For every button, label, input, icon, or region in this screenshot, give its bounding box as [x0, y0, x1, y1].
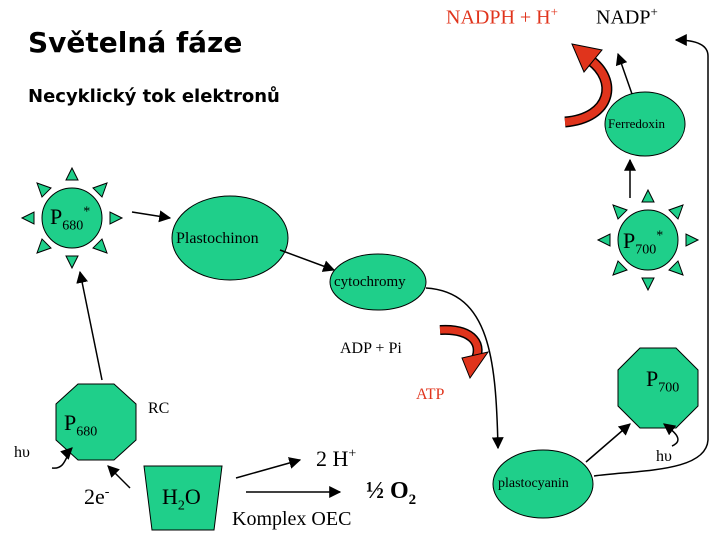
nadp-text: NADP — [596, 6, 651, 29]
nadph-sup: + — [550, 4, 558, 19]
arrow-ferredoxin-nadp — [615, 52, 633, 95]
nadph-text: NADPH + H — [446, 6, 551, 29]
p680-star-sup: * — [83, 204, 91, 220]
plastochinon-label: Plastochinon — [176, 230, 259, 247]
p680-star-sun — [20, 166, 124, 270]
h2o-label: H2O — [162, 484, 201, 514]
two-h-text: 2 H — [316, 446, 349, 471]
atp-curved-arrow — [439, 324, 490, 380]
komplex-oec-label: Komplex OEC — [232, 508, 352, 530]
nadp-sup: + — [650, 4, 658, 19]
plastochinon-node — [171, 195, 289, 281]
p680-sub: 680 — [76, 424, 98, 440]
page-title: Světelná fáze — [28, 26, 243, 59]
ferredoxin-label: Ferredoxin — [608, 116, 666, 131]
two-e-text: 2e — [84, 484, 105, 509]
hv-right-label: hυ — [656, 448, 672, 465]
hv-left-label: hυ — [14, 444, 30, 461]
p700-star-sub: 700 — [635, 242, 657, 258]
nadph-label: NADPH + H+ — [446, 4, 558, 30]
p680-label: P680 — [64, 410, 97, 440]
two-e-sup: - — [104, 484, 110, 500]
p700-star-label: P700* — [623, 228, 663, 258]
arrow-hv-left — [51, 447, 73, 469]
two-e-label: 2e- — [84, 484, 109, 510]
arrow-h2o-2h — [235, 457, 302, 479]
plastocyanin-node — [492, 449, 594, 519]
arrow-plastocyanin-p700 — [585, 423, 631, 463]
two-h-sup: + — [348, 446, 357, 462]
arrow-loop-nadp — [593, 34, 709, 477]
two-h-label: 2 H+ — [316, 446, 356, 472]
h2o-o: O — [184, 484, 201, 509]
p680-node — [55, 383, 137, 461]
half-o2-sub: 2 — [408, 491, 417, 508]
h2o-h: H — [162, 484, 178, 509]
arrow-cytochromy-plastocyanin — [425, 287, 504, 450]
p700-star-text: P — [623, 228, 636, 253]
arrow-2e-p680 — [107, 465, 131, 489]
arrow-p680-p680star — [76, 270, 103, 381]
p700-star-sup: * — [656, 228, 664, 244]
cytochromy-label: cytochromy — [334, 274, 406, 290]
nadp-label: NADP+ — [596, 4, 658, 30]
arrow-hv-right — [663, 423, 679, 447]
ferredoxin-node — [604, 91, 686, 157]
p700-star-sun — [596, 188, 700, 292]
p700-sub: 700 — [658, 380, 680, 396]
atp-label: ATP — [416, 386, 445, 403]
rc-label: RC — [148, 400, 170, 417]
h2o-node — [143, 465, 223, 531]
cytochromy-node — [329, 253, 427, 311]
p700-label: P700 — [646, 366, 679, 396]
arrow-plastochinon-cytochromy — [279, 249, 336, 272]
half-o2-label: ½ O2 — [366, 478, 416, 509]
page-subtitle: Necyklický tok elektronů — [28, 86, 280, 107]
p680-star-text: P — [50, 204, 63, 229]
arrow-p680star-plastochinon — [131, 210, 172, 223]
h2o-sub: 2 — [177, 498, 185, 514]
adp-label: ADP + Pi — [340, 340, 402, 357]
p680-star-label: P680* — [50, 204, 90, 234]
p680-text: P — [64, 410, 77, 435]
p700-text: P — [646, 366, 659, 391]
p680-star-sub: 680 — [62, 218, 84, 234]
nadp-curved-arrow — [564, 43, 613, 128]
plastocyanin-label: plastocyanin — [498, 476, 569, 491]
half-o2-text: ½ O — [366, 478, 409, 504]
